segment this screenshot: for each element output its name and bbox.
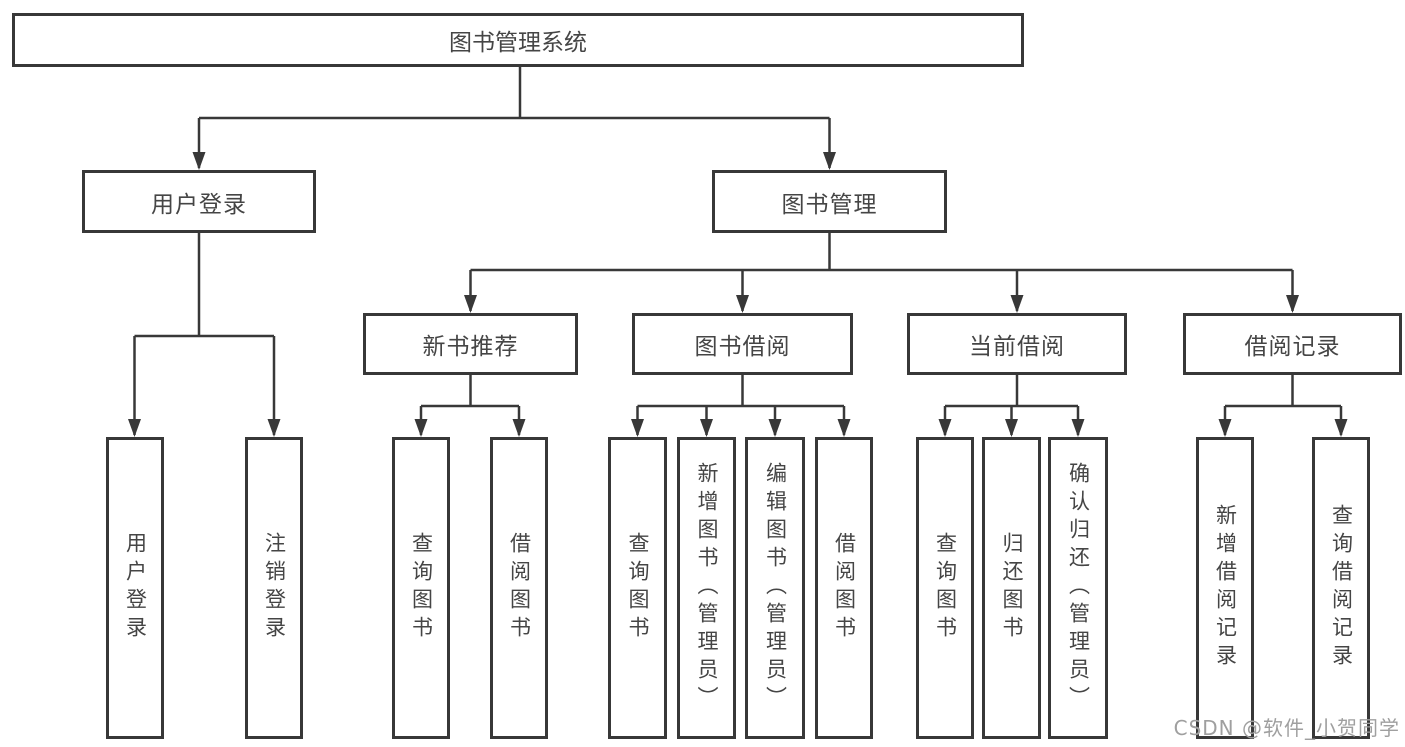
node-label: 新书推荐 xyxy=(422,334,519,360)
leaf-records-add-record: 新增借阅记录 xyxy=(1196,437,1254,739)
leaf-borrow-search-books: 查询图书 xyxy=(608,437,667,739)
leaf-records-search-record: 查询借阅记录 xyxy=(1312,437,1370,739)
node-label: 图书管理系统 xyxy=(449,30,587,56)
node-label: 注销登录 xyxy=(262,532,287,644)
leaf-borrow-edit-books-admin: 编辑图书（管理员） xyxy=(745,437,805,739)
leaf-borrow-borrow-books: 借阅图书 xyxy=(815,437,873,739)
node-label: 确认归还（管理员） xyxy=(1066,462,1091,714)
node-label: 借阅记录 xyxy=(1244,334,1341,360)
node-label: 用户登录 xyxy=(151,191,247,218)
node-label: 图书管理 xyxy=(781,191,878,218)
node-label: 图书借阅 xyxy=(694,334,791,360)
leaf-current-search-books: 查询图书 xyxy=(916,437,974,739)
node-new-book-recommendation: 新书推荐 xyxy=(363,313,578,375)
node-label: 查询图书 xyxy=(626,532,650,644)
node-label: 新增图书（管理员） xyxy=(695,462,719,714)
node-borrowing-records: 借阅记录 xyxy=(1183,313,1402,375)
node-book-management: 图书管理 xyxy=(712,170,947,233)
node-label: 借阅图书 xyxy=(832,532,857,644)
leaf-borrow-add-books-admin: 新增图书（管理员） xyxy=(677,437,736,739)
node-label: 查询借阅记录 xyxy=(1329,504,1354,672)
node-label: 查询图书 xyxy=(933,532,958,644)
node-book-borrowing: 图书借阅 xyxy=(632,313,853,375)
leaf-current-confirm-return-admin: 确认归还（管理员） xyxy=(1048,437,1108,739)
leaf-logout: 注销登录 xyxy=(245,437,303,739)
leaf-recommend-search-books: 查询图书 xyxy=(392,437,450,739)
node-user-login: 用户登录 xyxy=(82,170,316,233)
node-current-borrowing: 当前借阅 xyxy=(907,313,1127,375)
node-label: 归还图书 xyxy=(1000,532,1024,644)
node-label: 当前借阅 xyxy=(969,334,1065,360)
leaf-recommend-borrow-books: 借阅图书 xyxy=(490,437,548,739)
node-label: 查询图书 xyxy=(409,532,434,644)
leaf-user-login: 用户登录 xyxy=(106,437,164,739)
arrowheads xyxy=(128,152,1348,437)
leaf-current-return-books: 归还图书 xyxy=(982,437,1041,739)
node-library-management-system: 图书管理系统 xyxy=(12,13,1024,67)
node-label: 用户登录 xyxy=(123,532,148,644)
node-label: 新增借阅记录 xyxy=(1213,504,1238,672)
node-label: 借阅图书 xyxy=(507,532,532,644)
node-label: 编辑图书（管理员） xyxy=(763,462,788,714)
